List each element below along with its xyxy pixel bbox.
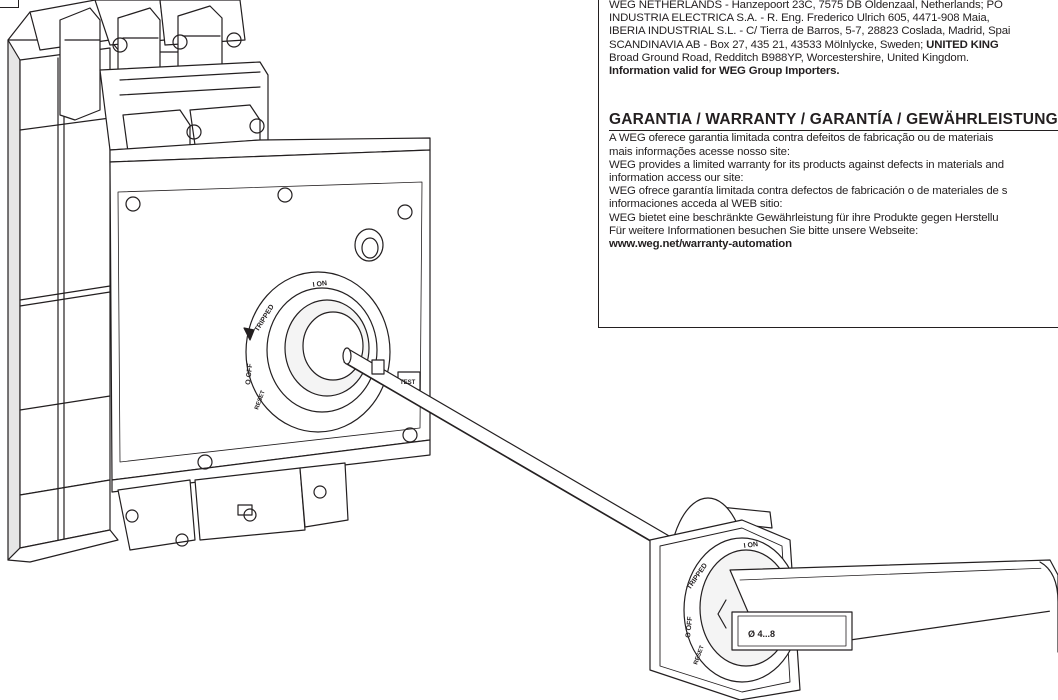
warranty-line: WEG provides a limited warranty for its … xyxy=(609,158,1004,171)
handle-off-label: O OFF xyxy=(685,615,694,638)
bottom-terminals xyxy=(117,462,349,551)
warranty-section: GARANTIA / WARRANTY / GARANTÍA / GEWÄHRL… xyxy=(609,111,1058,251)
warranty-line: WEG bietet eine beschränkte Gewährleistu… xyxy=(609,211,999,224)
importer-line: Broad Ground Road, Redditch B988YP, Worc… xyxy=(609,51,969,64)
warranty-title: GARANTIA / WARRANTY / GARANTÍA / GEWÄHRL… xyxy=(609,111,1058,128)
warranty-line: informaciones acceda al WEB sitio: xyxy=(609,198,783,211)
door-handle-assembly xyxy=(649,497,1058,700)
warranty-line: mais informações acesse nosso site: xyxy=(609,145,790,158)
breaker-on-label: I ON xyxy=(312,280,327,289)
importer-line-text: SCANDINAVIA AB - Box 27, 435 21, 43533 M… xyxy=(609,38,927,51)
warranty-line: WEG ofrece garantía limitada contra defe… xyxy=(609,185,1008,198)
warranty-line: information access our site: xyxy=(609,171,744,184)
top-terminals xyxy=(29,0,269,153)
importer-line: INDUSTRIA ELECTRICA S.A. - R. Eng. Frede… xyxy=(609,12,990,25)
handle-on-label: I ON xyxy=(743,541,758,550)
importer-country-label: UNITED KING xyxy=(926,38,999,51)
importers-note: Information valid for WEG Group Importer… xyxy=(609,65,840,78)
importer-line: SCANDINAVIA AB - Box 27, 435 21, 43533 M… xyxy=(609,39,1058,52)
importer-line: IBERIA INDUSTRIAL S.L. - C/ Tierra de Ba… xyxy=(609,25,1011,38)
handle-lock-label: Ø 4...8 xyxy=(748,629,775,639)
breaker-off-label: O OFF xyxy=(245,362,254,385)
warranty-line: A WEG oferece garantia limitada contra d… xyxy=(609,132,994,145)
warranty-divider xyxy=(609,130,1058,132)
importers-list: WEG NETHERLANDS - Hanzepoort 23C, 7575 D… xyxy=(609,0,1058,78)
importer-line: WEG NETHERLANDS - Hanzepoort 23C, 7575 D… xyxy=(609,0,1003,11)
breaker-test-label: TEST xyxy=(400,380,416,386)
page-corner-tab xyxy=(0,0,19,8)
warranty-line: Für weitere Informationen besuchen Sie b… xyxy=(609,224,919,237)
info-box: WEG NETHERLANDS - Hanzepoort 23C, 7575 D… xyxy=(598,0,1058,328)
warranty-url-link[interactable]: www.weg.net/warranty-automation xyxy=(609,237,792,250)
